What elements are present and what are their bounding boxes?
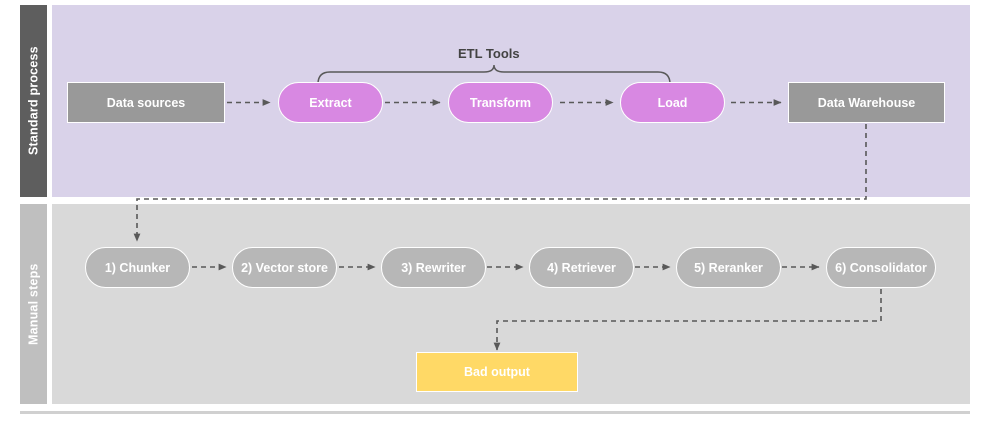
node-extract[interactable]: Extract	[278, 82, 383, 123]
bottom-divider	[20, 411, 970, 414]
node-retriever[interactable]: 4) Retriever	[529, 247, 634, 288]
lane-label-standard-process: Standard process	[20, 5, 47, 197]
node-data-sources[interactable]: Data sources	[67, 82, 225, 123]
node-rewriter[interactable]: 3) Rewriter	[381, 247, 486, 288]
node-load[interactable]: Load	[620, 82, 725, 123]
node-chunker[interactable]: 1) Chunker	[85, 247, 190, 288]
lane-label-manual-steps: Manual steps	[20, 204, 47, 404]
node-vector-store[interactable]: 2) Vector store	[232, 247, 337, 288]
node-consolidator[interactable]: 6) Consolidator	[826, 247, 936, 288]
node-transform[interactable]: Transform	[448, 82, 553, 123]
node-reranker[interactable]: 5) Reranker	[676, 247, 781, 288]
etl-tools-label: ETL Tools	[458, 46, 520, 61]
node-bad-output[interactable]: Bad output	[416, 352, 578, 392]
node-data-warehouse[interactable]: Data Warehouse	[788, 82, 945, 123]
